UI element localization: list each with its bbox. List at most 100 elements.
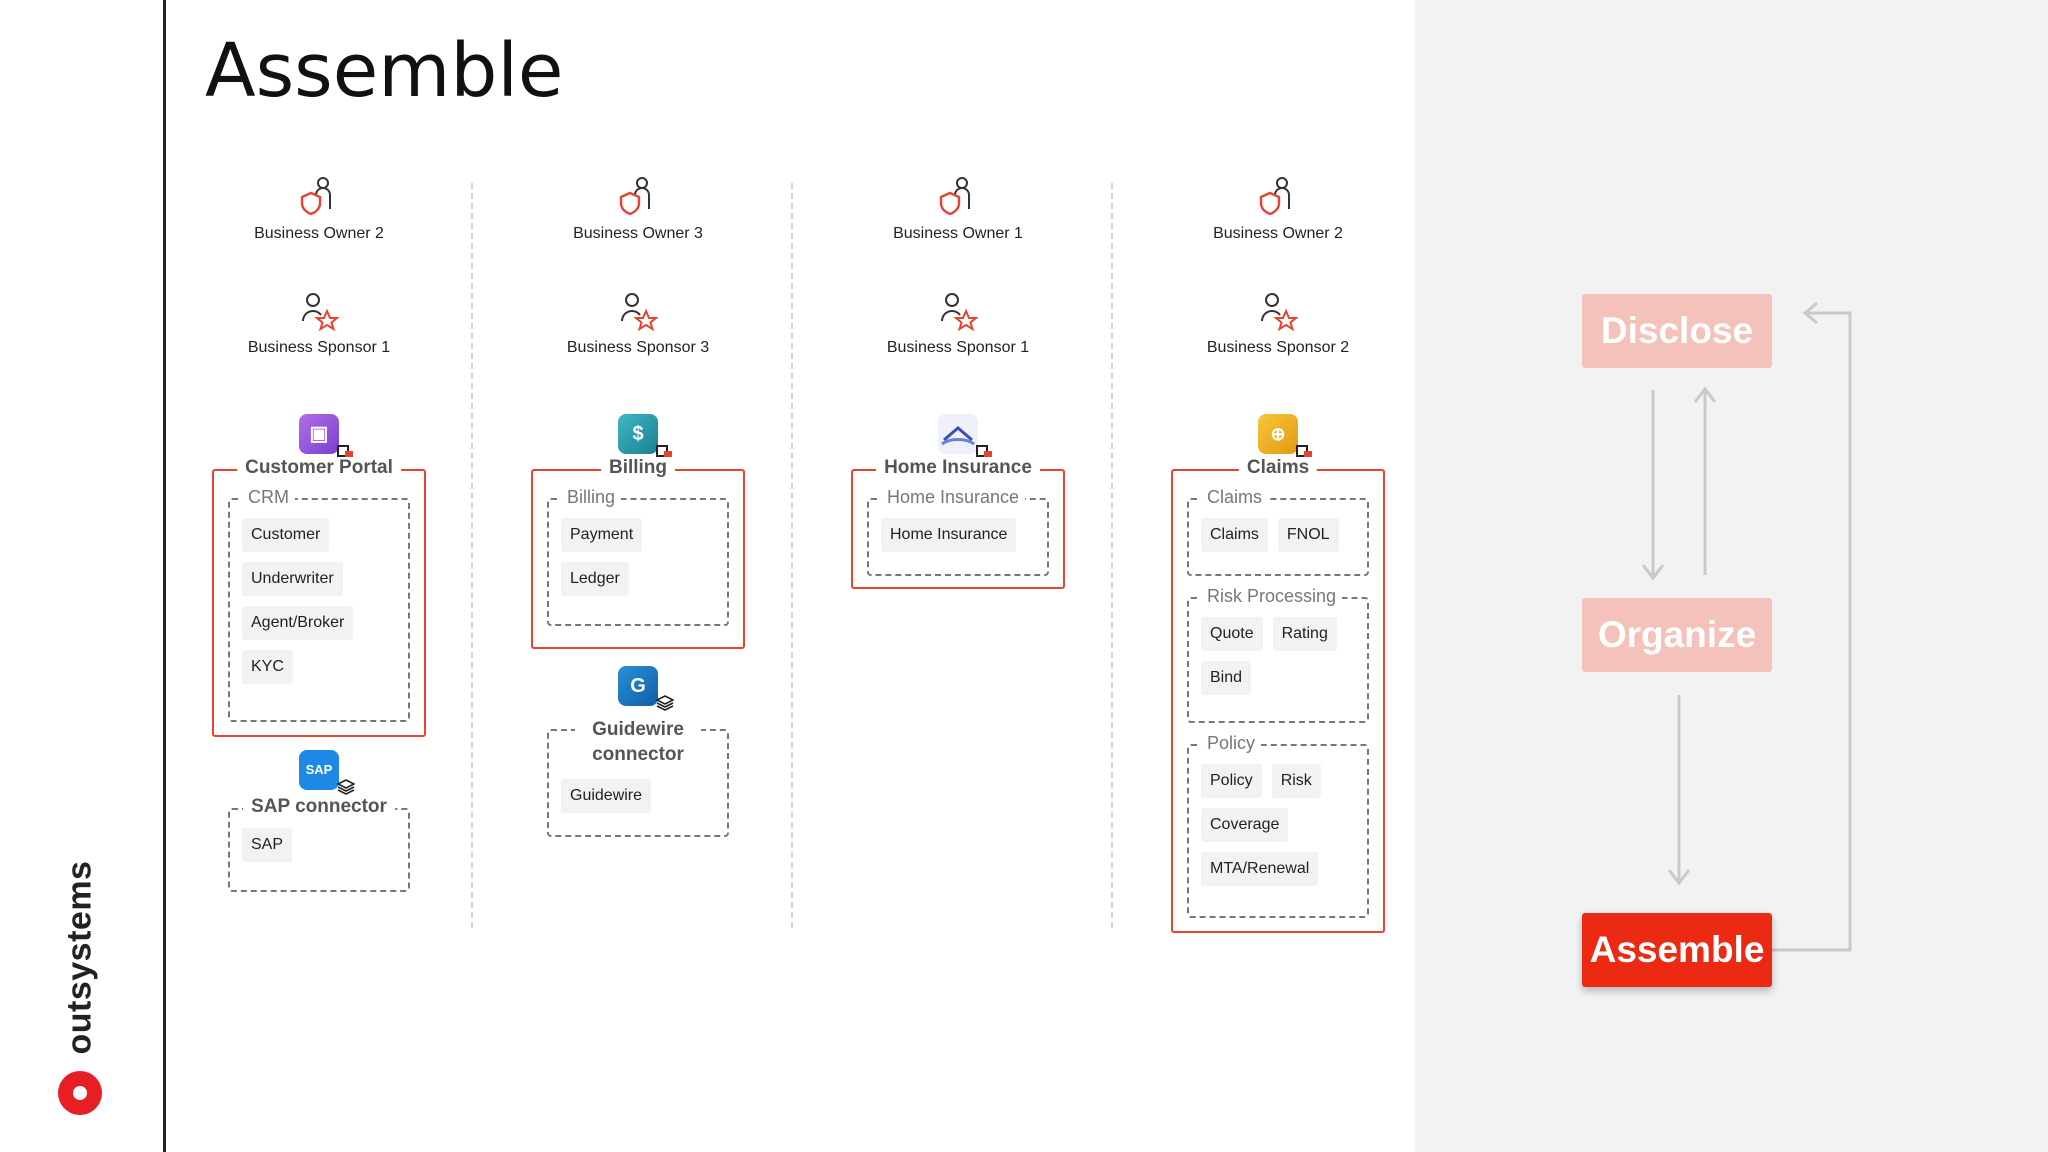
- module-name: Risk Processing: [1201, 586, 1343, 607]
- entity-chip: Customer: [242, 518, 330, 552]
- entity-chip: Underwriter: [242, 562, 343, 596]
- connector-stack-icon: [337, 779, 355, 795]
- arrow-assemble-to-disclose: [1765, 311, 1852, 952]
- module-home-insurance: Home Insurance Home Insurance: [867, 487, 1049, 576]
- guidewire-icon: G: [618, 666, 674, 711]
- business-owner: Business Owner 2: [1128, 175, 1428, 275]
- rail-divider: [163, 0, 166, 1152]
- module-claims: Claims Claims FNOL: [1187, 487, 1369, 576]
- connector-name: SAP connector: [243, 796, 395, 818]
- app-box: Billing Billing Payment Ledger: [531, 457, 745, 649]
- module-risk-processing: Risk Processing Quote Rating Bind: [1187, 586, 1369, 723]
- business-sponsor: Business Sponsor 2: [1128, 289, 1428, 389]
- business-owner-label: Business Owner 2: [254, 225, 384, 242]
- app-claims: ⊕ Claims Claims Claims FNOL Risk Process…: [1128, 414, 1428, 933]
- domain-column-3: Business Owner 1 Business Sponsor 1: [808, 175, 1108, 389]
- portal-icon: ▣: [299, 414, 353, 458]
- business-sponsor-icon: [621, 293, 658, 332]
- business-sponsor: Business Sponsor 1: [808, 289, 1108, 389]
- brand-wordmark: outsystems: [60, 860, 99, 1055]
- app-home-insurance: Home Insurance Home Insurance Home Insur…: [808, 414, 1108, 589]
- entity-chip: Rating: [1272, 617, 1337, 651]
- left-rail: outsystems: [0, 0, 164, 1152]
- brand-dot-icon: [58, 1071, 102, 1115]
- app-badge-icon: [976, 445, 992, 458]
- connector-sap: SAP SAP connector SAP: [169, 750, 469, 892]
- module-name: Billing: [561, 487, 622, 508]
- business-owner-icon: [619, 177, 650, 216]
- entity-chip: Policy: [1201, 764, 1262, 798]
- business-owner-icon: [300, 177, 331, 216]
- module-name: CRM: [242, 487, 295, 508]
- phase-organize: Organize: [1582, 598, 1772, 672]
- app-box: Claims Claims Claims FNOL Risk Processin…: [1171, 457, 1385, 933]
- phase-disclose: Disclose: [1582, 294, 1772, 368]
- entity-chip: Agent/Broker: [242, 606, 354, 640]
- column-separator: [1111, 183, 1113, 928]
- entity-chip: Bind: [1201, 661, 1252, 695]
- phase-assemble: Assemble: [1582, 913, 1772, 987]
- entity-chip: FNOL: [1277, 518, 1339, 552]
- domain-diagram: Business Owner 2 Business Sponsor 1 ▣ Cu…: [166, 0, 1415, 1152]
- claims-icon: ⊕: [1258, 414, 1312, 458]
- business-owner-icon: [1259, 177, 1290, 216]
- business-sponsor-label: Business Sponsor 2: [1206, 339, 1350, 356]
- module-name: Home Insurance: [881, 487, 1026, 508]
- business-owner-label: Business Owner 2: [1213, 225, 1343, 242]
- connector-box: Guidewire connector Guidewire: [547, 717, 729, 837]
- business-sponsor-icon: [302, 293, 339, 332]
- column-separator: [471, 183, 473, 928]
- entity-chip: MTA/Renewal: [1201, 852, 1319, 886]
- app-name: Customer Portal: [237, 457, 401, 479]
- business-owner: Business Owner 1: [808, 175, 1108, 275]
- entity-chip: Risk: [1271, 764, 1321, 798]
- business-owner-label: Business Owner 1: [893, 225, 1023, 242]
- business-sponsor: Business Sponsor 3: [488, 289, 788, 389]
- entity-chip: SAP: [242, 828, 293, 862]
- business-owner-icon: [939, 177, 970, 216]
- home-insurance-icon: [938, 414, 992, 458]
- connector-box: SAP connector SAP: [228, 796, 410, 892]
- connector-guidewire: G Guidewire connector Guidewire: [488, 666, 788, 837]
- module-name: Policy: [1201, 733, 1262, 754]
- domain-column-2: Business Owner 3 Business Sponsor 3: [488, 175, 788, 389]
- business-sponsor-icon: [1261, 293, 1298, 332]
- outsystems-logo: outsystems: [50, 860, 120, 1115]
- entity-chip: Payment: [561, 518, 643, 552]
- domain-column-1: Business Owner 2 Business Sponsor 1: [169, 175, 469, 389]
- business-sponsor: Business Sponsor 1: [169, 289, 469, 389]
- entity-chip: Quote: [1201, 617, 1263, 651]
- business-sponsor-label: Business Sponsor 3: [566, 339, 710, 356]
- app-billing: $ Billing Billing Payment Ledger: [488, 414, 788, 649]
- app-name: Billing: [600, 457, 676, 479]
- business-owner: Business Owner 3: [488, 175, 788, 275]
- module-billing: Billing Payment Ledger: [547, 487, 729, 626]
- entity-chip: Home Insurance: [881, 518, 1017, 552]
- app-name: Home Insurance: [876, 457, 1040, 479]
- business-sponsor-icon: [941, 293, 978, 332]
- app-badge-icon: [337, 445, 353, 458]
- connector-stack-icon: [656, 695, 674, 711]
- domain-column-4: Business Owner 2 Business Sponsor 2: [1128, 175, 1428, 389]
- column-separator: [791, 183, 793, 928]
- business-sponsor-label: Business Sponsor 1: [886, 339, 1030, 356]
- connector-name: Guidewire connector: [575, 717, 701, 767]
- app-name: Claims: [1238, 457, 1318, 479]
- module-crm: CRM Customer Underwriter Agent/Broker KY…: [228, 487, 410, 722]
- entity-chip: Guidewire: [561, 779, 652, 813]
- app-badge-icon: [656, 445, 672, 458]
- sap-icon: SAP: [299, 750, 355, 795]
- app-badge-icon: [1296, 445, 1312, 458]
- app-box: Home Insurance Home Insurance Home Insur…: [851, 457, 1065, 589]
- module-policy: Policy Policy Risk Coverage MTA/Renewal: [1187, 733, 1369, 918]
- entity-chip: Claims: [1201, 518, 1268, 552]
- business-sponsor-label: Business Sponsor 1: [247, 339, 391, 356]
- app-customer-portal: ▣ Customer Portal CRM Customer Underwrit…: [169, 414, 469, 737]
- page-title: Assemble: [205, 28, 564, 114]
- entity-chip: Ledger: [561, 562, 629, 596]
- entity-chip: KYC: [242, 650, 293, 684]
- phase-flow-arrows: [1641, 301, 1852, 952]
- entity-chip: Coverage: [1201, 808, 1289, 842]
- business-owner-label: Business Owner 3: [573, 225, 703, 242]
- business-owner: Business Owner 2: [169, 175, 469, 275]
